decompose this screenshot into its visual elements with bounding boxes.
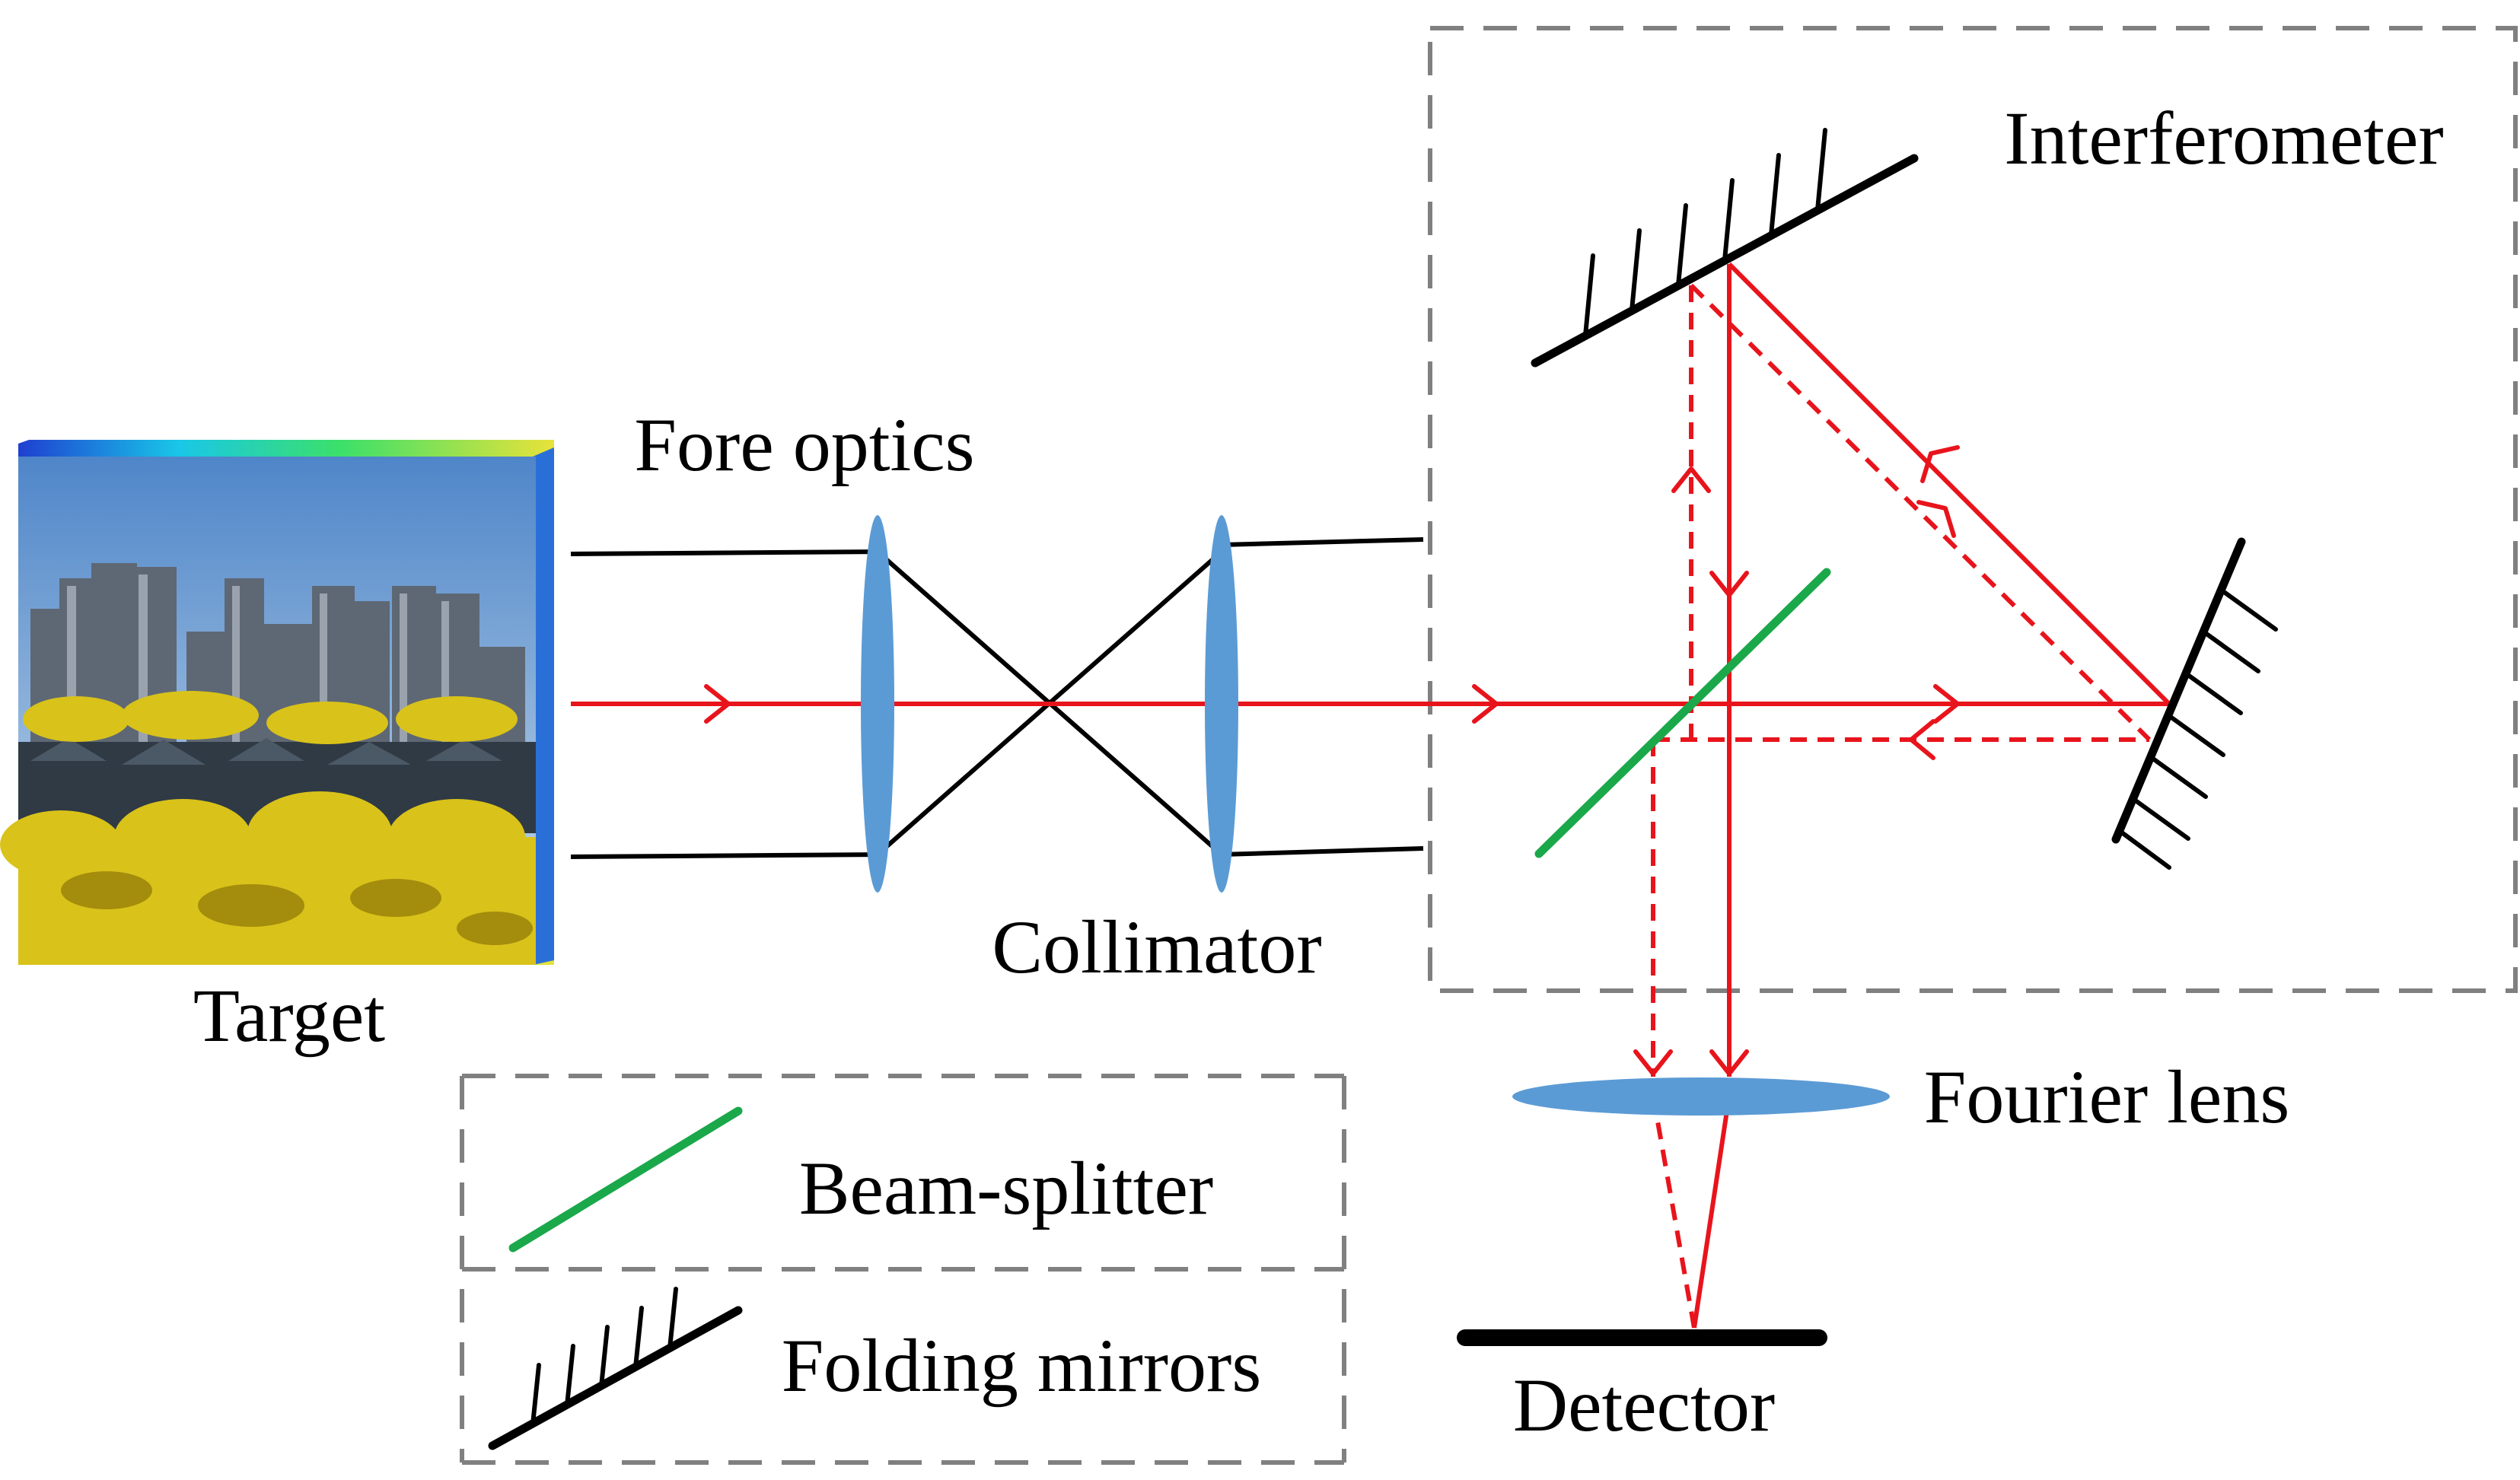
legend-beam-splitter-symbol — [508, 1106, 743, 1252]
interferometer-label: Interferometer — [2004, 96, 2443, 180]
legend-beam-splitter-label: Beam-splitter — [799, 1146, 1213, 1230]
detector-label: Detector — [1513, 1363, 1775, 1447]
collimator-label: Collimator — [992, 905, 1321, 989]
target-image — [0, 440, 554, 965]
legend: Beam-splitter Folding mirrors — [460, 1074, 1346, 1465]
beam-envelope — [570, 537, 1424, 859]
fourier-lens-label: Fourier lens — [1924, 1055, 2289, 1139]
right-folding-mirror — [2111, 537, 2278, 870]
fore-optics-label: Fore optics — [634, 403, 974, 487]
target-label: Target — [193, 973, 385, 1058]
ray-arrows — [704, 445, 1960, 1076]
legend-folding-mirror-symbol — [488, 1287, 743, 1450]
fourier-lens — [1512, 1077, 1890, 1116]
top-folding-mirror — [1531, 128, 1919, 368]
collimator-lens — [1205, 515, 1238, 893]
legend-folding-mirrors-label: Folding mirrors — [782, 1323, 1262, 1408]
beam-splitter — [1534, 568, 1831, 858]
fore-optics-lens — [861, 515, 894, 893]
interferometer-box — [1428, 26, 2518, 993]
